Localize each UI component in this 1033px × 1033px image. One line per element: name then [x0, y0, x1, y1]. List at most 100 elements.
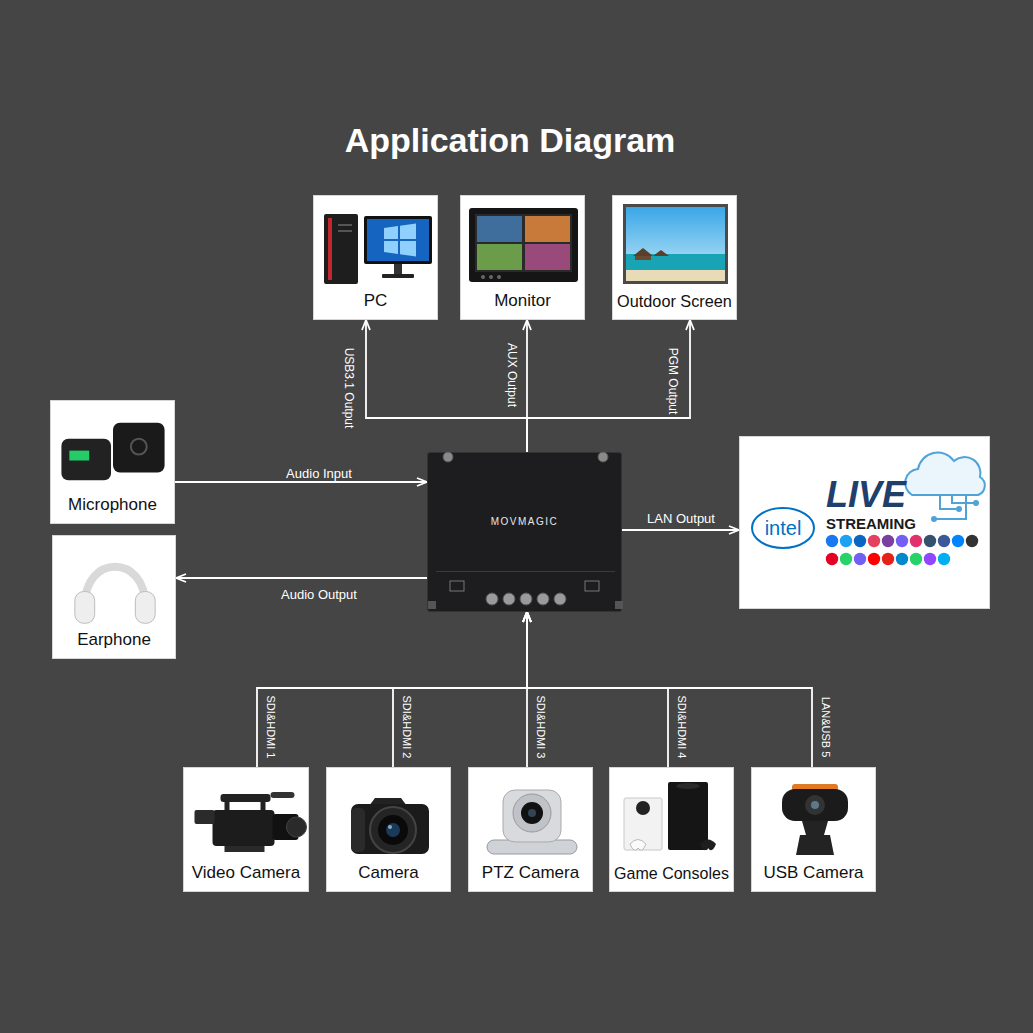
- icon-shape: [338, 230, 352, 232]
- icon-shape: [896, 535, 908, 547]
- icon-shape: [973, 500, 979, 506]
- icon-shape: [910, 535, 922, 547]
- icon-shape: [61, 439, 111, 481]
- icon-shape: [388, 825, 392, 829]
- icon-shape: [626, 207, 725, 281]
- brand-logo: intel: [765, 516, 802, 540]
- icon-shape: [840, 553, 852, 565]
- device-card: Earphone: [52, 535, 176, 659]
- device-card: PTZ Camera: [468, 767, 593, 892]
- icon-shape: [225, 846, 265, 852]
- signal-connector: [527, 612, 812, 767]
- node-label: Camera: [358, 863, 418, 883]
- icon-shape: [503, 593, 515, 605]
- icon-shape: [868, 535, 880, 547]
- icon-shape: [69, 451, 89, 461]
- port-label: LAN Output: [645, 512, 717, 526]
- node-label-slot: Microphone: [51, 495, 174, 515]
- icon-shape: [135, 592, 155, 624]
- device-card: Monitor: [460, 195, 585, 320]
- device-card: Camera: [326, 767, 451, 892]
- node-label: Video Camera: [192, 863, 300, 883]
- icon-shape: [225, 802, 230, 810]
- icon-shape: [868, 553, 880, 565]
- signal-connector: [527, 320, 690, 452]
- icon-shape: [626, 270, 725, 281]
- icon-shape: [936, 495, 974, 519]
- icon-shape: [271, 792, 295, 798]
- signal-connector: [257, 612, 527, 767]
- node-label-slot: USB Camera: [752, 863, 875, 883]
- icon-shape: [924, 535, 936, 547]
- icon-shape: [854, 535, 866, 547]
- icon-shape: [477, 216, 522, 242]
- icon-shape: [676, 783, 700, 789]
- icon-shape: [826, 553, 838, 565]
- icon-shape: [497, 275, 501, 279]
- brand-logo: MOVMAGIC: [491, 516, 559, 528]
- icon-shape: [956, 506, 962, 512]
- signal-connector: [366, 320, 527, 452]
- icon-shape: [924, 553, 936, 565]
- port-label: AUX Output: [505, 341, 519, 409]
- node-label: PC: [364, 291, 388, 311]
- port-label: LAN&USB 5: [819, 695, 833, 760]
- icon-shape: [386, 823, 400, 837]
- streaming-panel: intel LIVE STREAMING: [739, 436, 990, 609]
- icon-shape: [700, 840, 716, 851]
- node-label-slot: Earphone: [53, 630, 175, 650]
- icon-shape: [477, 244, 522, 270]
- signal-connector: [527, 612, 668, 767]
- node-label-slot: Monitor: [461, 291, 584, 311]
- live-heading-slot: LIVE: [826, 477, 906, 513]
- icon-shape: [966, 535, 978, 547]
- icon-shape: [882, 553, 894, 565]
- icon-shape: [195, 810, 215, 824]
- icon-shape: [633, 248, 669, 256]
- icon-shape: [394, 264, 402, 274]
- node-label: Outdoor Screen: [617, 291, 732, 311]
- node-label-slot: PC: [314, 291, 437, 311]
- icon-shape: [450, 581, 464, 591]
- node-label: USB Camera: [763, 863, 863, 883]
- node-label: Earphone: [77, 630, 151, 650]
- connector-group: [175, 320, 812, 767]
- icon-shape: [905, 453, 985, 495]
- icon-shape: [635, 256, 651, 260]
- port-label: Audio Output: [279, 588, 359, 602]
- icon-shape: [615, 601, 623, 609]
- streaming-heading: STREAMING: [826, 516, 916, 532]
- icon-shape: [896, 553, 908, 565]
- device-card: USB Camera: [751, 767, 876, 892]
- icon-shape: [910, 553, 922, 565]
- icon-shape: [113, 423, 165, 473]
- device-box: MOVMAGIC: [427, 452, 622, 612]
- icon-shape: [782, 789, 848, 821]
- icon-shape: [796, 821, 834, 855]
- icon-shape: [630, 840, 646, 851]
- icon-shape: [503, 790, 561, 842]
- icon-shape: [952, 535, 964, 547]
- icon-shape: [931, 516, 937, 522]
- icon-shape: [436, 571, 615, 572]
- icon-shape: [489, 275, 493, 279]
- icon-shape: [287, 817, 307, 837]
- port-label: PGM Output: [666, 346, 680, 417]
- icon-shape: [882, 535, 894, 547]
- brand-logo-slot: MOVMAGIC: [428, 511, 621, 529]
- icon-shape: [428, 601, 436, 609]
- icon-shape: [475, 214, 572, 272]
- icon-shape: [938, 553, 950, 565]
- signal-connector: [176, 577, 427, 579]
- icon-shape: [324, 214, 358, 284]
- icon-shape: [131, 439, 147, 455]
- port-label: SDI&HDMI 4: [675, 694, 689, 761]
- device-card: Game Consoles: [609, 767, 734, 892]
- icon-shape: [585, 581, 599, 591]
- icon-shape: [351, 804, 429, 854]
- icon-shape: [623, 204, 728, 284]
- icon-shape: [221, 794, 271, 802]
- diagram-title-slot: Application Diagram: [0, 120, 1020, 160]
